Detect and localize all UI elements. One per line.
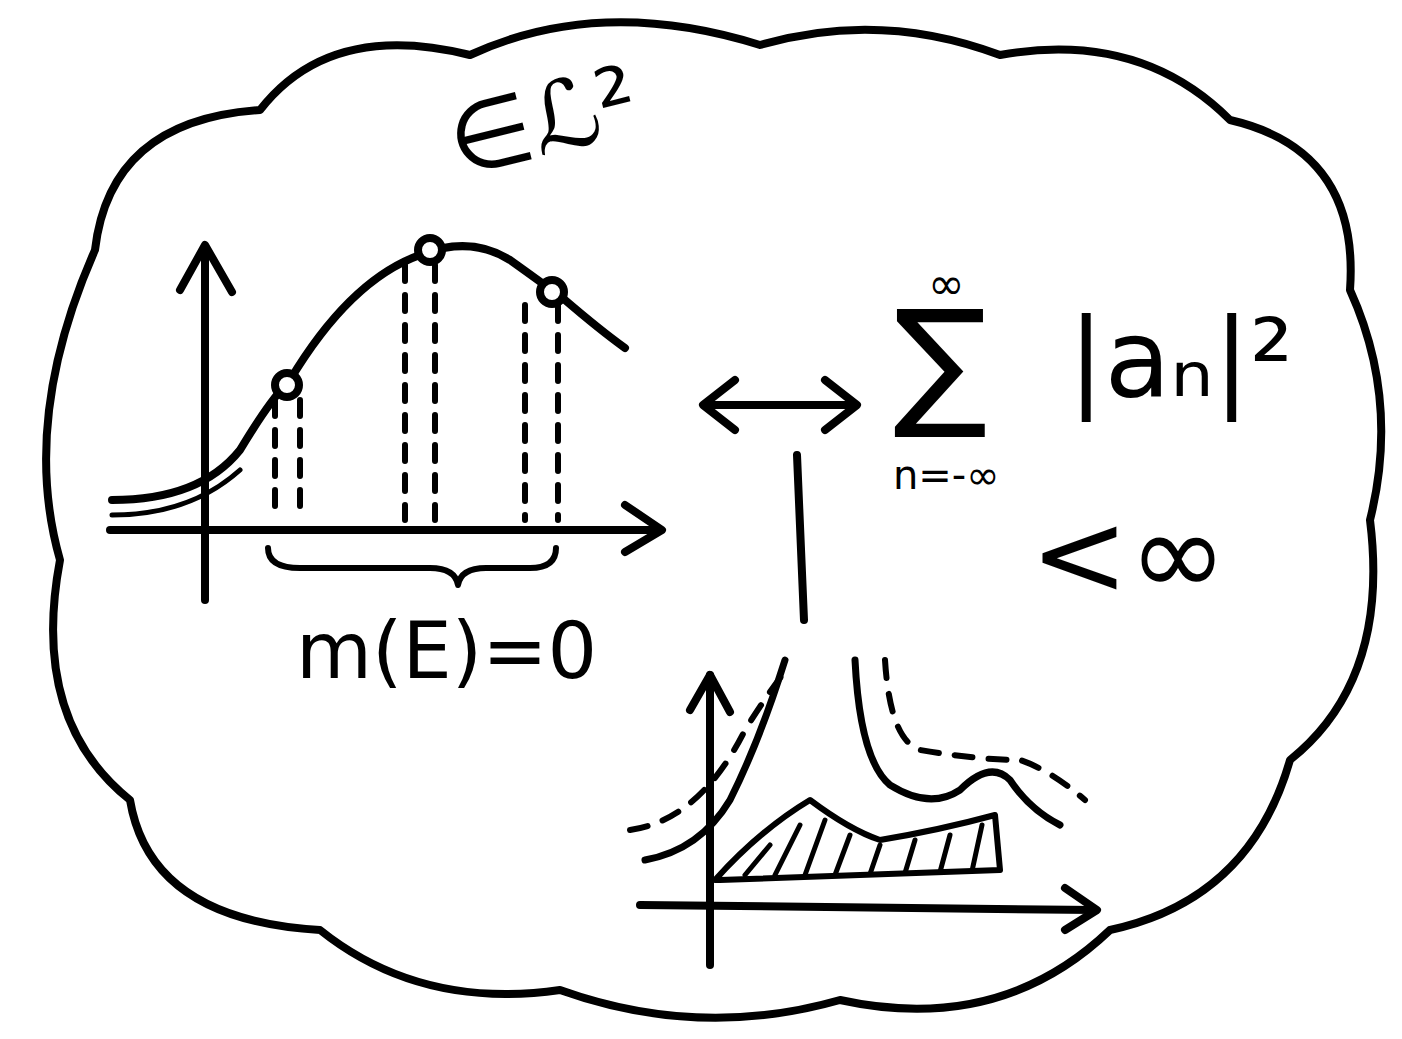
double-arrow — [703, 380, 857, 430]
measure-zero: m(E)=0 — [296, 612, 597, 690]
set-membership: ∈ℒ² — [439, 52, 648, 191]
leader-line — [797, 455, 804, 620]
coefficient-square: |aₙ|² — [1068, 305, 1293, 413]
thought-cloud — [46, 22, 1381, 1018]
finite-bound: <∞ — [1030, 495, 1227, 613]
integral-graph — [630, 660, 1097, 965]
function-graph — [110, 238, 662, 600]
sum-symbol: ∑ — [893, 292, 987, 432]
lower-limit: n=-∞ — [893, 455, 1000, 495]
